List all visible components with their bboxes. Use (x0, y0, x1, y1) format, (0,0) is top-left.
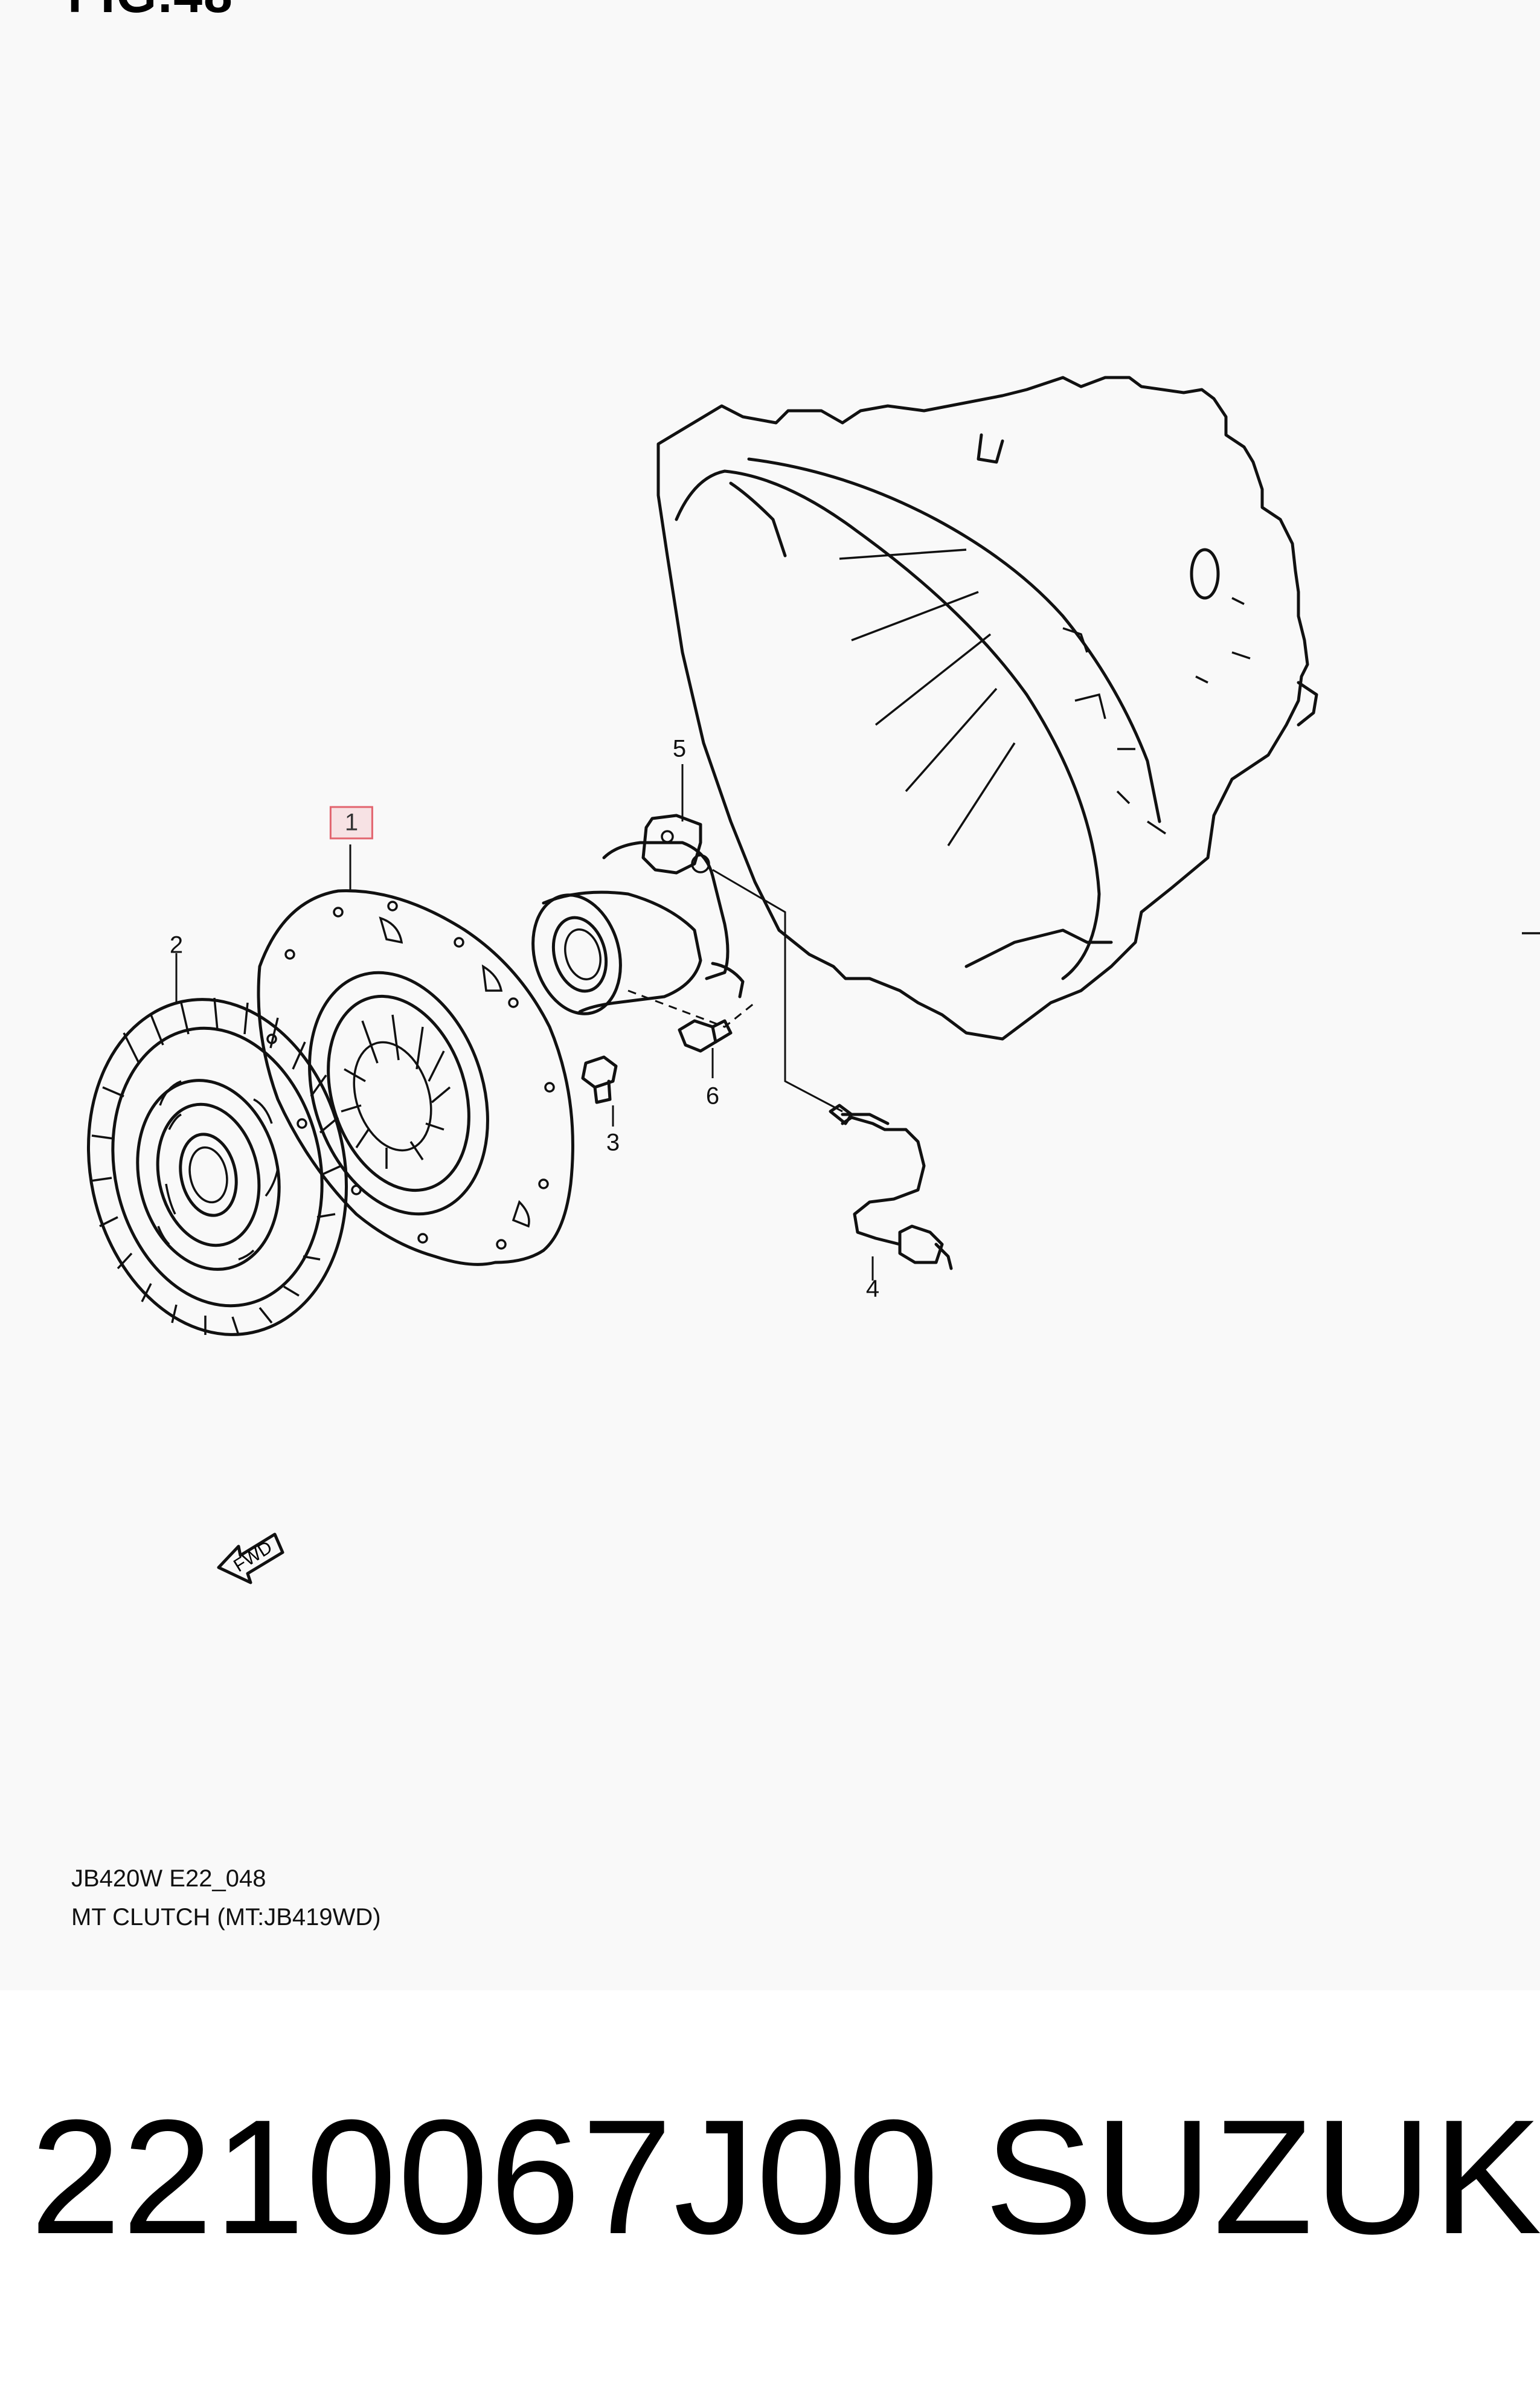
part-number: 2210067J00 (30, 2086, 940, 2268)
callout-part-2[interactable]: 2 (169, 931, 184, 959)
callout-part-3[interactable]: 3 (606, 1129, 620, 1156)
clutch-disc (86, 997, 348, 1336)
fwd-arrow-icon: FWD (217, 1532, 284, 1584)
callout-part-6[interactable]: 6 (705, 1082, 720, 1110)
hydraulic-pipe (829, 1104, 953, 1270)
bolt-3 (581, 1055, 618, 1104)
document-name: MT CLUTCH (MT:JB419WD) (71, 1904, 381, 1931)
clutch-exploded-diagram: FWD (86, 376, 1540, 1584)
document-code: JB420W E22_048 (71, 1865, 266, 1892)
release-bearing (531, 814, 745, 1015)
diagram-area (0, 0, 1540, 1990)
callout-part-1[interactable]: 1 (329, 806, 374, 840)
clutch-cover (257, 889, 574, 1266)
transmission-housing (656, 376, 1318, 1041)
callout-part-5[interactable]: 5 (672, 735, 687, 762)
brand-name: SUZUKI (984, 2086, 1540, 2268)
bolt-6 (678, 1019, 733, 1053)
callout-part-4[interactable]: 4 (865, 1275, 880, 1302)
figure-title: FIG.48 (68, 0, 234, 25)
leader-lines (175, 764, 874, 1281)
